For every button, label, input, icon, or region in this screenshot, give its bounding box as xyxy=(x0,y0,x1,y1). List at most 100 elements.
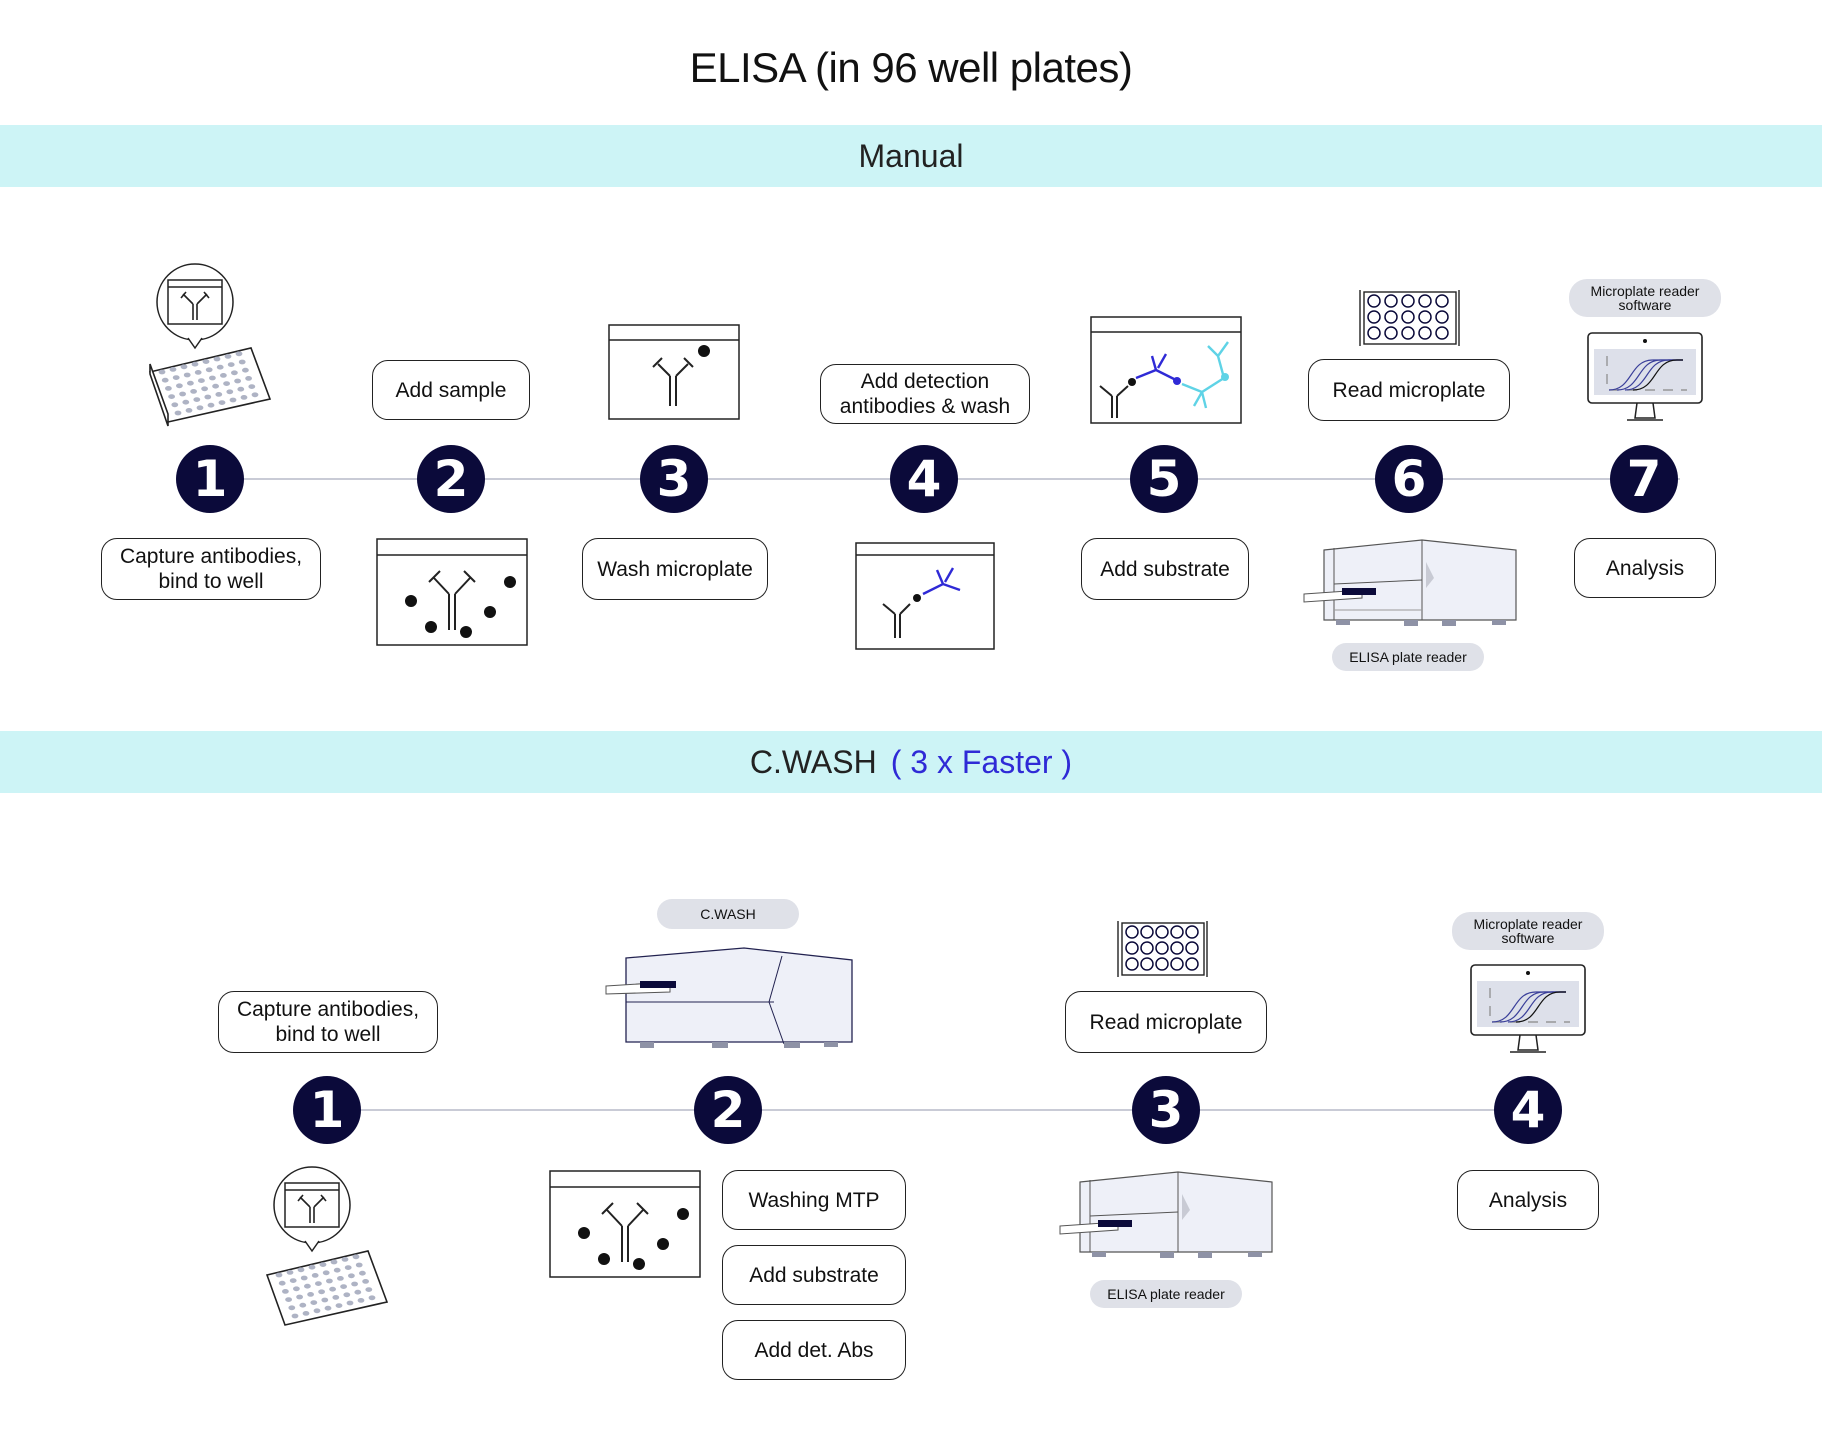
sigmoid-curve xyxy=(1616,359,1683,391)
plate-well-dot xyxy=(215,392,223,397)
plate-well-dot xyxy=(282,1289,289,1294)
cwash-section-header: C.WASH ( 3 x Faster ) xyxy=(0,731,1822,793)
microplate-well xyxy=(1125,941,1139,955)
plate-well-dot xyxy=(179,391,186,397)
plate-well-dot xyxy=(315,1281,322,1286)
plate-well-dot xyxy=(198,378,205,383)
manual-step-5-label: Add substrate xyxy=(1081,538,1249,600)
microplate-well xyxy=(1155,941,1169,955)
monitor-analysis-icon xyxy=(1470,964,1586,1053)
sigmoid-curve xyxy=(1632,359,1683,391)
substrate-reaction-well-icon xyxy=(1090,316,1242,424)
plate-well-dot xyxy=(341,1257,349,1262)
microplate-well xyxy=(1418,294,1432,308)
microplate-well xyxy=(1140,925,1154,939)
cwash-plate-reader-tag: ELISA plate reader xyxy=(1090,1280,1242,1308)
microplate-well xyxy=(1155,957,1169,971)
plate-well-dot xyxy=(183,372,191,378)
plate-well-dot xyxy=(180,364,188,370)
plate-well-dot xyxy=(326,1278,333,1284)
plate-well-dot xyxy=(324,1305,332,1311)
microplate-wells-icon xyxy=(1359,290,1460,346)
cwash-heading: C.WASH xyxy=(749,743,877,780)
plate-well-dot xyxy=(307,1292,314,1297)
plate-well-dot xyxy=(300,1275,308,1281)
cwash-step-3-number: 3 xyxy=(1132,1076,1200,1144)
plate-well-dot xyxy=(218,400,226,405)
plate-well-dot xyxy=(213,356,221,362)
plate-well-dot xyxy=(359,1270,366,1276)
plate-well-dot xyxy=(245,376,252,381)
plate-well-dot xyxy=(348,1273,355,1279)
elisa-plate-reader-icon xyxy=(1059,1171,1273,1258)
plate-well-dot xyxy=(330,1259,338,1265)
microplate-well xyxy=(1125,957,1139,971)
plate-well-dot xyxy=(240,395,248,400)
plate-well-dot xyxy=(351,1281,358,1287)
plate-well-dot xyxy=(176,383,183,389)
plate-well-dot xyxy=(302,1311,310,1316)
plate-well-dot xyxy=(332,1295,340,1300)
microplate-well xyxy=(1140,941,1154,955)
plate-well-dot xyxy=(299,1302,307,1308)
plate-well-dot xyxy=(362,1279,369,1284)
plate-well-dot xyxy=(354,1289,362,1295)
plate-well-dot xyxy=(231,370,238,376)
microplate-well xyxy=(1185,957,1199,971)
plate-well-dot xyxy=(235,351,243,357)
microplate-well xyxy=(1401,326,1415,340)
plate-well-dot xyxy=(216,364,224,370)
plate-well-dot xyxy=(278,1280,286,1286)
detection-antibody-well-icon xyxy=(855,542,995,650)
plate-well-dot xyxy=(224,354,232,359)
plate-well-dot xyxy=(344,1265,352,1270)
cwash-device-tag: C.WASH xyxy=(657,899,799,929)
cwash-step-4-number: 4 xyxy=(1494,1076,1562,1144)
cwash-action-washing: Washing MTP xyxy=(722,1170,906,1230)
plate-well-dot xyxy=(171,402,179,408)
manual-step-3-label: Wash microplate xyxy=(582,538,768,600)
plate-well-dot xyxy=(355,1262,363,1268)
plate-well-dot xyxy=(313,1308,321,1314)
plate-well-dot xyxy=(220,373,227,378)
cwash-action-add-substrate: Add substrate xyxy=(722,1245,906,1305)
plate-well-dot xyxy=(237,386,245,392)
microplate-magnifier-icon xyxy=(148,263,272,427)
microplate-well xyxy=(1155,925,1169,939)
manual-step-6-label: Read microplate xyxy=(1308,359,1510,421)
manual-step-2-number: 2 xyxy=(417,445,485,513)
microplate-well xyxy=(1140,957,1154,971)
cwash-step-1-label: Capture antibodies, bind to well xyxy=(218,991,438,1053)
microplate-well xyxy=(1170,941,1184,955)
plate-well-dot xyxy=(346,1300,354,1306)
plate-well-dot xyxy=(335,1303,343,1308)
plate-well-dot xyxy=(297,1267,305,1273)
plate-well-dot xyxy=(352,1254,360,1260)
cwash-speed-note: ( 3 x Faster ) xyxy=(890,743,1073,780)
plate-well-dot xyxy=(168,394,175,399)
microplate-well xyxy=(1125,925,1139,939)
manual-section-header: Manual xyxy=(0,125,1822,187)
microplate-well xyxy=(1401,310,1415,324)
manual-software-tag: Microplate reader software xyxy=(1569,279,1721,317)
plate-well-dot xyxy=(288,1305,296,1311)
plate-well-dot xyxy=(296,1294,303,1300)
microplate-wells-icon xyxy=(1117,921,1208,977)
sigmoid-curve xyxy=(1515,991,1566,1023)
plate-well-dot xyxy=(329,1286,336,1292)
diagram-title: ELISA (in 96 well plates) xyxy=(689,44,1133,91)
plate-well-dot xyxy=(182,399,190,405)
plate-well-dot xyxy=(165,386,172,391)
manual-step-7-number: 7 xyxy=(1610,445,1678,513)
plate-well-dot xyxy=(158,369,166,375)
plate-well-dot xyxy=(234,378,241,384)
plate-well-dot xyxy=(289,1278,297,1283)
plate-well-dot xyxy=(340,1284,347,1289)
manual-step-3-number: 3 xyxy=(640,445,708,513)
plate-well-dot xyxy=(321,1297,329,1303)
plate-well-dot xyxy=(291,1313,299,1319)
microplate-well xyxy=(1418,326,1432,340)
plate-well-dot xyxy=(275,1272,283,1278)
plate-well-dot xyxy=(251,392,259,398)
plate-well-dot xyxy=(212,383,219,389)
